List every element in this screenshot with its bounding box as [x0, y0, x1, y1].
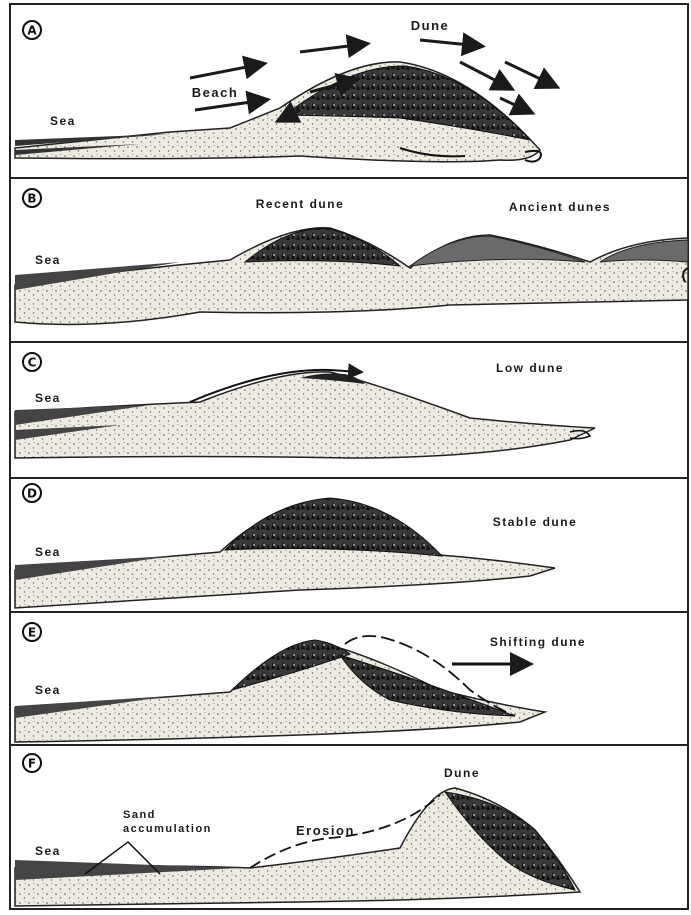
panel-badge: B — [27, 192, 36, 206]
recent-dune-label: Recent dune — [256, 197, 345, 211]
sea-label: Sea — [35, 683, 61, 697]
dune-label: Dune — [444, 766, 480, 780]
sand-body — [15, 372, 595, 458]
panel-e: E Shifting dune Sea — [10, 623, 688, 745]
shifting-dune-label: Shifting dune — [490, 635, 586, 649]
sea-label: Sea — [35, 253, 61, 267]
sea-label: Sea — [35, 391, 61, 405]
panel-badge: F — [28, 757, 36, 771]
panel-f: F Dune Sand accumulation Erosion Sea — [15, 754, 580, 906]
panel-d: D Stable dune Sea — [10, 484, 688, 612]
sand-accumulation-label-line2: accumulation — [123, 823, 212, 835]
beach-label: Beach — [192, 85, 239, 100]
vegetation — [225, 498, 442, 556]
panel-a: A Dune Beach Sea — [10, 18, 688, 178]
panel-b: B Recent dune Ancient dunes Sea — [10, 189, 688, 342]
sand-accumulation-label-line1: Sand — [123, 809, 156, 821]
low-dune-label: Low dune — [496, 361, 564, 375]
dune-label: Dune — [411, 18, 450, 33]
erosion-label: Erosion — [296, 823, 355, 838]
panel-badge: D — [27, 487, 37, 501]
panel-badge: A — [27, 24, 37, 38]
sea-label: Sea — [35, 545, 61, 559]
ancient-dunes-label: Ancient dunes — [509, 200, 611, 214]
panel-c: C Low dune Sea — [10, 353, 688, 478]
stable-dune-label: Stable dune — [493, 515, 578, 529]
sea-label: Sea — [35, 844, 61, 858]
panel-badge: C — [28, 356, 37, 370]
panel-badge: E — [28, 626, 36, 640]
sea-label: Sea — [50, 114, 76, 128]
